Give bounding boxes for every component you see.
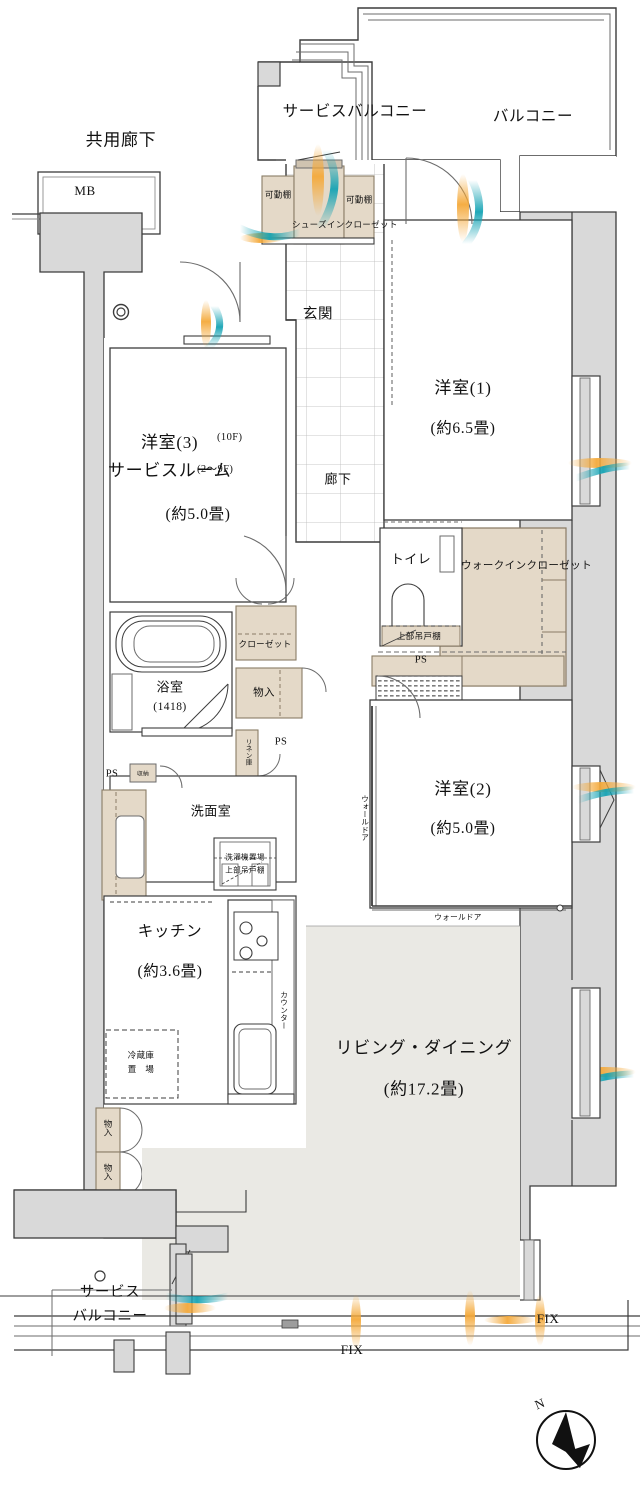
bedroom3-service-room	[109, 261, 287, 603]
walk-in-closet	[371, 521, 567, 687]
bedroom1	[383, 157, 601, 521]
compass-north-icon	[536, 1410, 596, 1470]
bottom-structure	[0, 1189, 640, 1375]
kitchen	[95, 895, 297, 1197]
ld-right-windows	[571, 987, 601, 1119]
bathroom	[109, 611, 233, 737]
washroom	[101, 763, 297, 901]
living-dining	[142, 925, 520, 1300]
mid-storage-group	[235, 577, 327, 777]
bedroom2	[369, 675, 615, 912]
toilet-room	[379, 527, 463, 739]
